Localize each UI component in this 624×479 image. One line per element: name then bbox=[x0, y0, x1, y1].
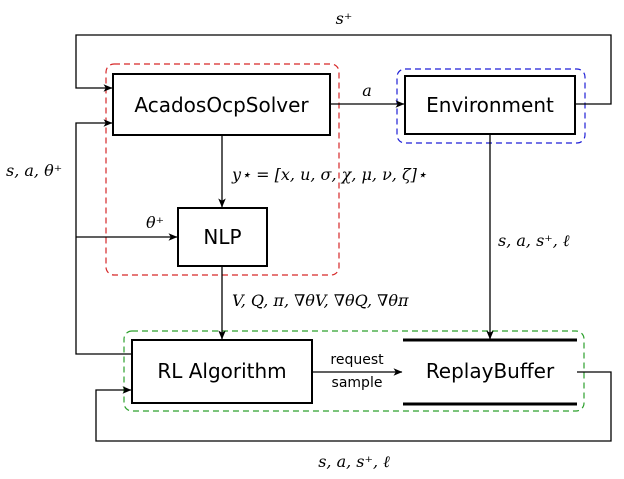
arrow-buffer-to-rl bbox=[95, 371, 612, 442]
rl-algorithm-label: RL Algorithm bbox=[157, 359, 286, 383]
nlp-label: NLP bbox=[203, 225, 241, 249]
label-sample: sample bbox=[332, 375, 383, 391]
label-top-feedback: s⁺ bbox=[336, 9, 353, 28]
label-theta-in: θ⁺ bbox=[146, 213, 164, 232]
rl-algorithm-block: RL Algorithm bbox=[131, 339, 313, 404]
label-bottom-feedback: s, a, s⁺, ℓ bbox=[318, 452, 390, 471]
solver-label: AcadosOcpSolver bbox=[134, 93, 309, 117]
label-env-to-buffer: s, a, s⁺, ℓ bbox=[498, 231, 570, 250]
label-solution: y⋆ = [x, u, σ, χ, μ, ν, ζ]⋆ bbox=[231, 165, 427, 184]
label-request: request bbox=[330, 352, 384, 368]
label-action: a bbox=[362, 81, 372, 100]
env-group-outline bbox=[396, 68, 586, 144]
replay-buffer-label: ReplayBuffer bbox=[426, 359, 555, 383]
label-sensitivities: V, Q, π, ∇θV, ∇θQ, ∇θπ bbox=[232, 291, 409, 310]
replay-buffer-block: ReplayBuffer bbox=[403, 338, 577, 406]
environment-label: Environment bbox=[426, 93, 554, 117]
acados-ocp-solver-block: AcadosOcpSolver bbox=[112, 73, 331, 136]
nlp-block: NLP bbox=[177, 207, 268, 267]
environment-block: Environment bbox=[404, 75, 576, 135]
label-left-feedback: s, a, θ⁺ bbox=[6, 161, 62, 180]
arrow-env-to-solver-top bbox=[75, 34, 612, 105]
arrow-rl-to-solver bbox=[75, 119, 132, 355]
rl-group-outline bbox=[123, 330, 585, 412]
